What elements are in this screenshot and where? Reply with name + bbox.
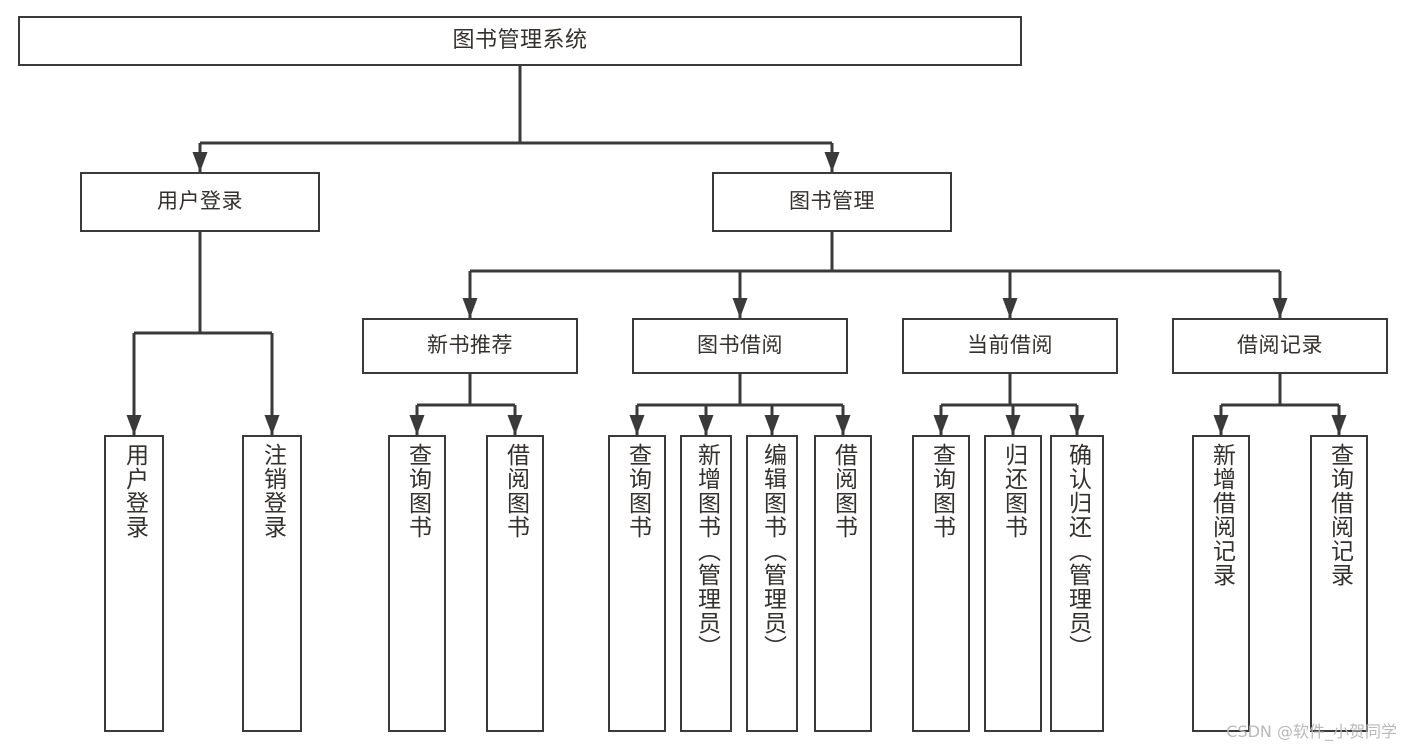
node-label-leaf-query-record: 查询借阅记录	[1326, 443, 1353, 587]
node-book-borrow: 图书借阅	[632, 318, 848, 374]
arrowhead-leaf-add-book	[698, 415, 714, 435]
arrowhead-leaf-confirm-return	[1069, 415, 1085, 435]
node-label-user-login: 用户登录	[157, 189, 243, 214]
node-label-leaf-add-record: 新增借阅记录	[1208, 443, 1235, 587]
node-new-book-recommend: 新书推荐	[362, 318, 578, 374]
node-label-leaf-add-book: 新增图书（管理员）	[693, 443, 720, 659]
arrowhead-leaf-user-login	[126, 415, 142, 435]
arrowhead-leaf-query-book-2	[629, 415, 645, 435]
arrowhead-borrow-record	[1272, 298, 1288, 318]
node-label-new-book-recommend: 新书推荐	[427, 333, 513, 358]
node-label-leaf-borrow-book-2: 借阅图书	[830, 443, 857, 539]
node-leaf-user-login: 用户登录	[104, 435, 164, 732]
node-label-root: 图书管理系统	[452, 27, 588, 53]
node-current-borrow: 当前借阅	[902, 318, 1118, 374]
node-leaf-add-record: 新增借阅记录	[1192, 435, 1250, 732]
arrowhead-book-borrow	[732, 298, 748, 318]
node-leaf-add-book: 新增图书（管理员）	[680, 435, 732, 732]
node-leaf-query-record: 查询借阅记录	[1310, 435, 1368, 732]
arrowhead-leaf-query-book-1	[409, 415, 425, 435]
arrowhead-book-manage	[824, 152, 840, 172]
node-label-current-borrow: 当前借阅	[967, 333, 1053, 358]
node-label-leaf-edit-book: 编辑图书（管理员）	[759, 443, 786, 659]
node-label-leaf-borrow-book-1: 借阅图书	[502, 443, 529, 539]
node-leaf-edit-book: 编辑图书（管理员）	[746, 435, 798, 732]
node-label-leaf-confirm-return: 确认归还（管理员）	[1064, 443, 1091, 659]
node-root: 图书管理系统	[18, 16, 1022, 66]
node-leaf-query-book-1: 查询图书	[388, 435, 446, 732]
arrowhead-leaf-query-record	[1331, 415, 1347, 435]
node-label-leaf-query-book-1: 查询图书	[404, 443, 431, 539]
node-book-manage: 图书管理	[712, 172, 952, 232]
node-label-book-manage: 图书管理	[789, 189, 875, 214]
node-leaf-logout: 注销登录	[242, 435, 302, 732]
arrowhead-leaf-return-book	[1005, 415, 1021, 435]
node-label-book-borrow: 图书借阅	[697, 333, 783, 358]
node-label-leaf-logout: 注销登录	[259, 443, 286, 539]
node-leaf-borrow-book-2: 借阅图书	[814, 435, 872, 732]
node-label-leaf-user-login: 用户登录	[121, 443, 148, 539]
arrowhead-leaf-logout	[264, 415, 280, 435]
arrowhead-new-book-recommend	[462, 298, 478, 318]
node-borrow-record: 借阅记录	[1172, 318, 1388, 374]
node-leaf-query-book-3: 查询图书	[912, 435, 970, 732]
node-leaf-return-book: 归还图书	[984, 435, 1042, 732]
arrowhead-current-borrow	[1002, 298, 1018, 318]
node-label-borrow-record: 借阅记录	[1237, 333, 1323, 358]
node-user-login: 用户登录	[80, 172, 320, 232]
arrowhead-leaf-edit-book	[764, 415, 780, 435]
arrowhead-leaf-borrow-book-1	[507, 415, 523, 435]
node-label-leaf-query-book-3: 查询图书	[928, 443, 955, 539]
node-label-leaf-query-book-2: 查询图书	[624, 443, 651, 539]
node-leaf-query-book-2: 查询图书	[608, 435, 666, 732]
arrowhead-leaf-query-book-3	[933, 415, 949, 435]
arrowhead-user-login	[192, 152, 208, 172]
arrowhead-leaf-borrow-book-2	[835, 415, 851, 435]
node-leaf-confirm-return: 确认归还（管理员）	[1050, 435, 1104, 732]
node-label-leaf-return-book: 归还图书	[1000, 443, 1027, 539]
node-leaf-borrow-book-1: 借阅图书	[486, 435, 544, 732]
arrowhead-leaf-add-record	[1213, 415, 1229, 435]
